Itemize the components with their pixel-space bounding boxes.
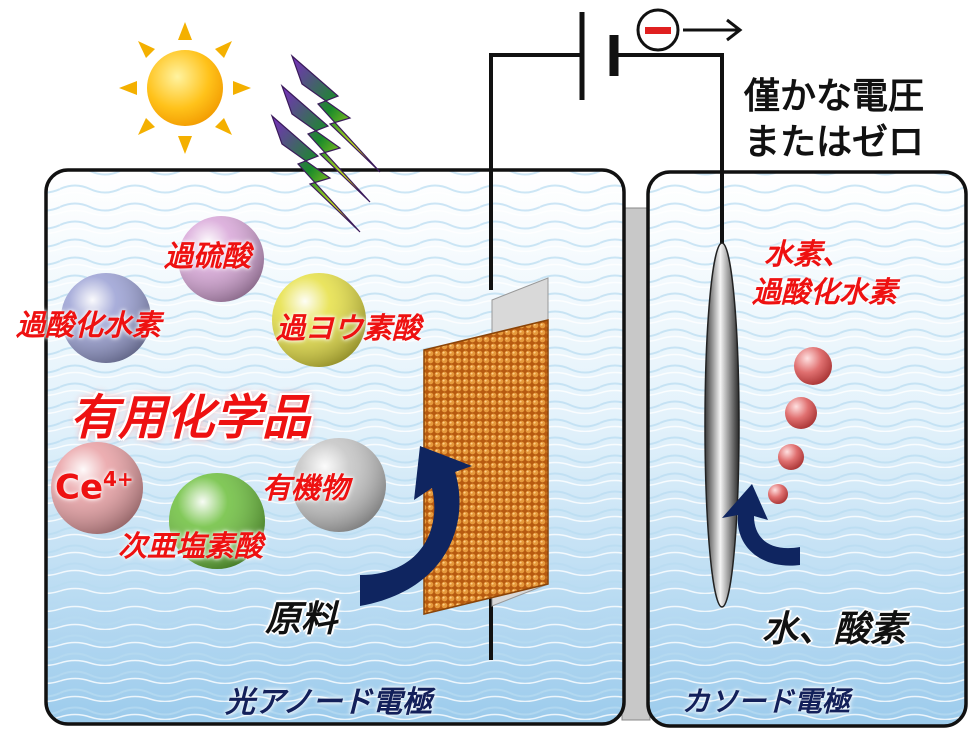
voltage-label: 僅かな電圧 またはゼロ (744, 76, 925, 163)
product-label-hypochlorite: 次亜塩素酸 (118, 529, 264, 563)
anode-reaction-arrow-icon (360, 446, 472, 606)
anode-title: 光アノード電極 (225, 685, 433, 720)
product-label-organics: 有機物 (262, 471, 350, 505)
cathode-product-label: 水素、 過酸化水素 (752, 237, 898, 309)
membrane (621, 207, 651, 721)
product-label-cerium: Ce4+ (55, 467, 134, 507)
sphere-cerium (51, 442, 143, 534)
product-label-periodate: 過ヨウ素酸 (276, 311, 422, 345)
product-label-hydrogen-peroxide: 過酸化水素 (16, 308, 162, 342)
gas-bubbles (768, 347, 832, 504)
cathode-title: カソード電極 (682, 685, 851, 718)
sphere-hydrogen-peroxide (61, 273, 151, 363)
sphere-hypochlorite (169, 473, 265, 569)
product-label-persulfate: 過硫酸 (164, 239, 252, 273)
light-rays-icon (270, 54, 381, 233)
sphere-periodate (272, 273, 366, 367)
cerium-base: Ce (55, 467, 104, 508)
feedstock-label: 原料 (265, 599, 338, 640)
product-spheres (51, 216, 386, 569)
cathode-reaction-arrow-icon (722, 484, 800, 566)
electron-icon (636, 8, 680, 52)
cathode-reactant-label: 水、酸素 (762, 609, 907, 650)
sphere-persulfate (178, 216, 264, 302)
sphere-organics (292, 438, 386, 532)
photoanode-electrode (423, 277, 549, 615)
electron-flow-arrow-icon (683, 18, 743, 42)
battery-icon (579, 12, 619, 100)
cathode-electrode (704, 242, 740, 608)
products-title: 有用化学品 (70, 390, 311, 446)
cerium-charge: 4+ (103, 467, 134, 491)
sun-icon (119, 22, 251, 154)
